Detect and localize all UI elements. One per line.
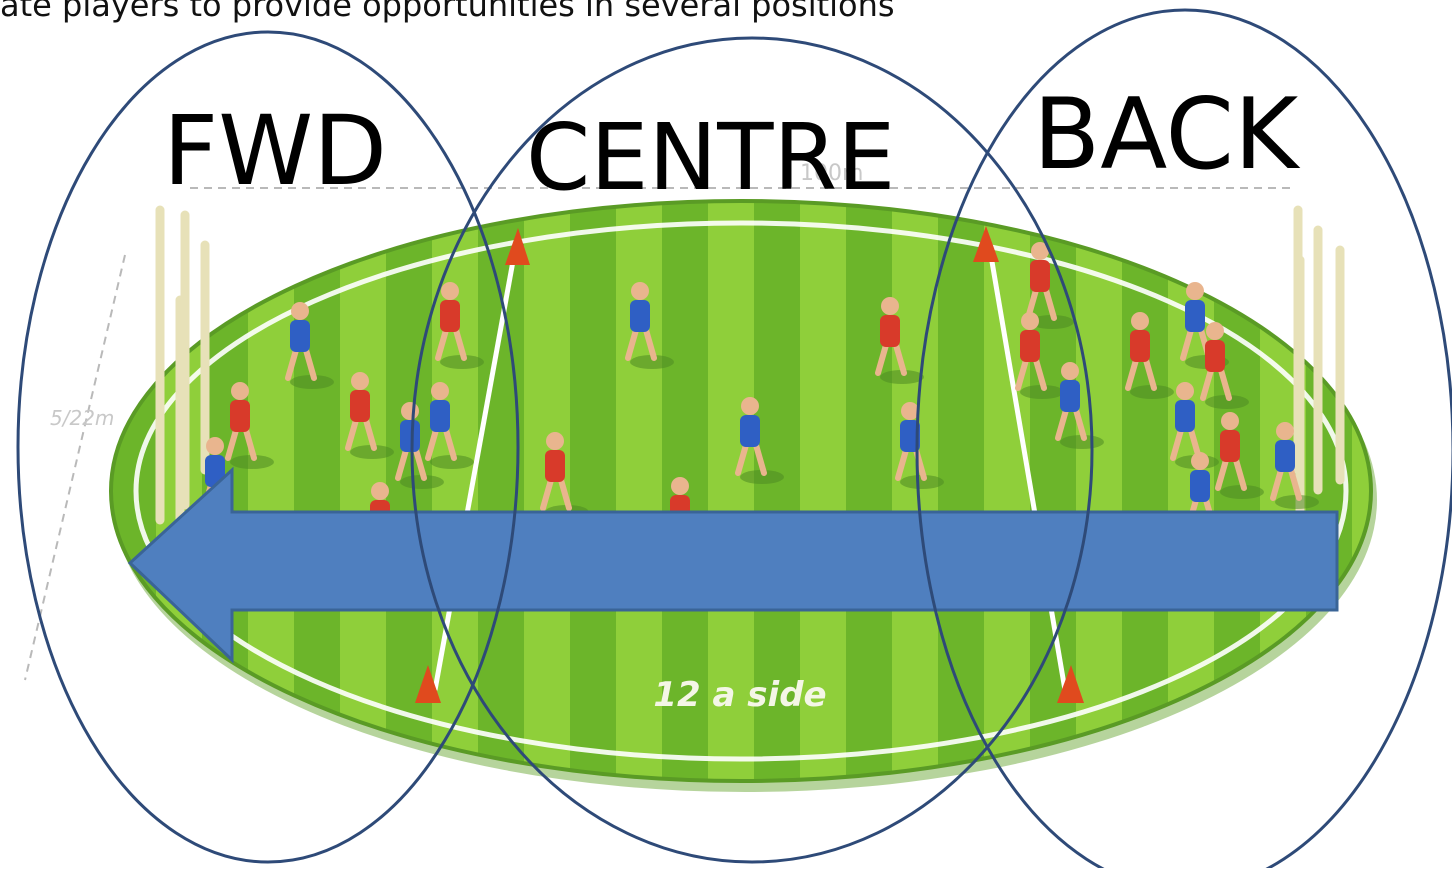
caption-text: ate players to provide opportunities in … (0, 0, 895, 24)
width-label: 5/22m (50, 406, 114, 430)
back-label: BACK (1033, 86, 1298, 184)
fwd-label: FWD (163, 103, 387, 199)
grass-stripe (570, 190, 616, 790)
grass-stripe (1122, 190, 1168, 790)
grass-stripe (938, 190, 984, 790)
side-label: 12 a side (653, 675, 826, 715)
grass-stripe (846, 190, 892, 790)
centre-label: CENTRE (526, 112, 895, 204)
grass-stripe (110, 190, 156, 790)
